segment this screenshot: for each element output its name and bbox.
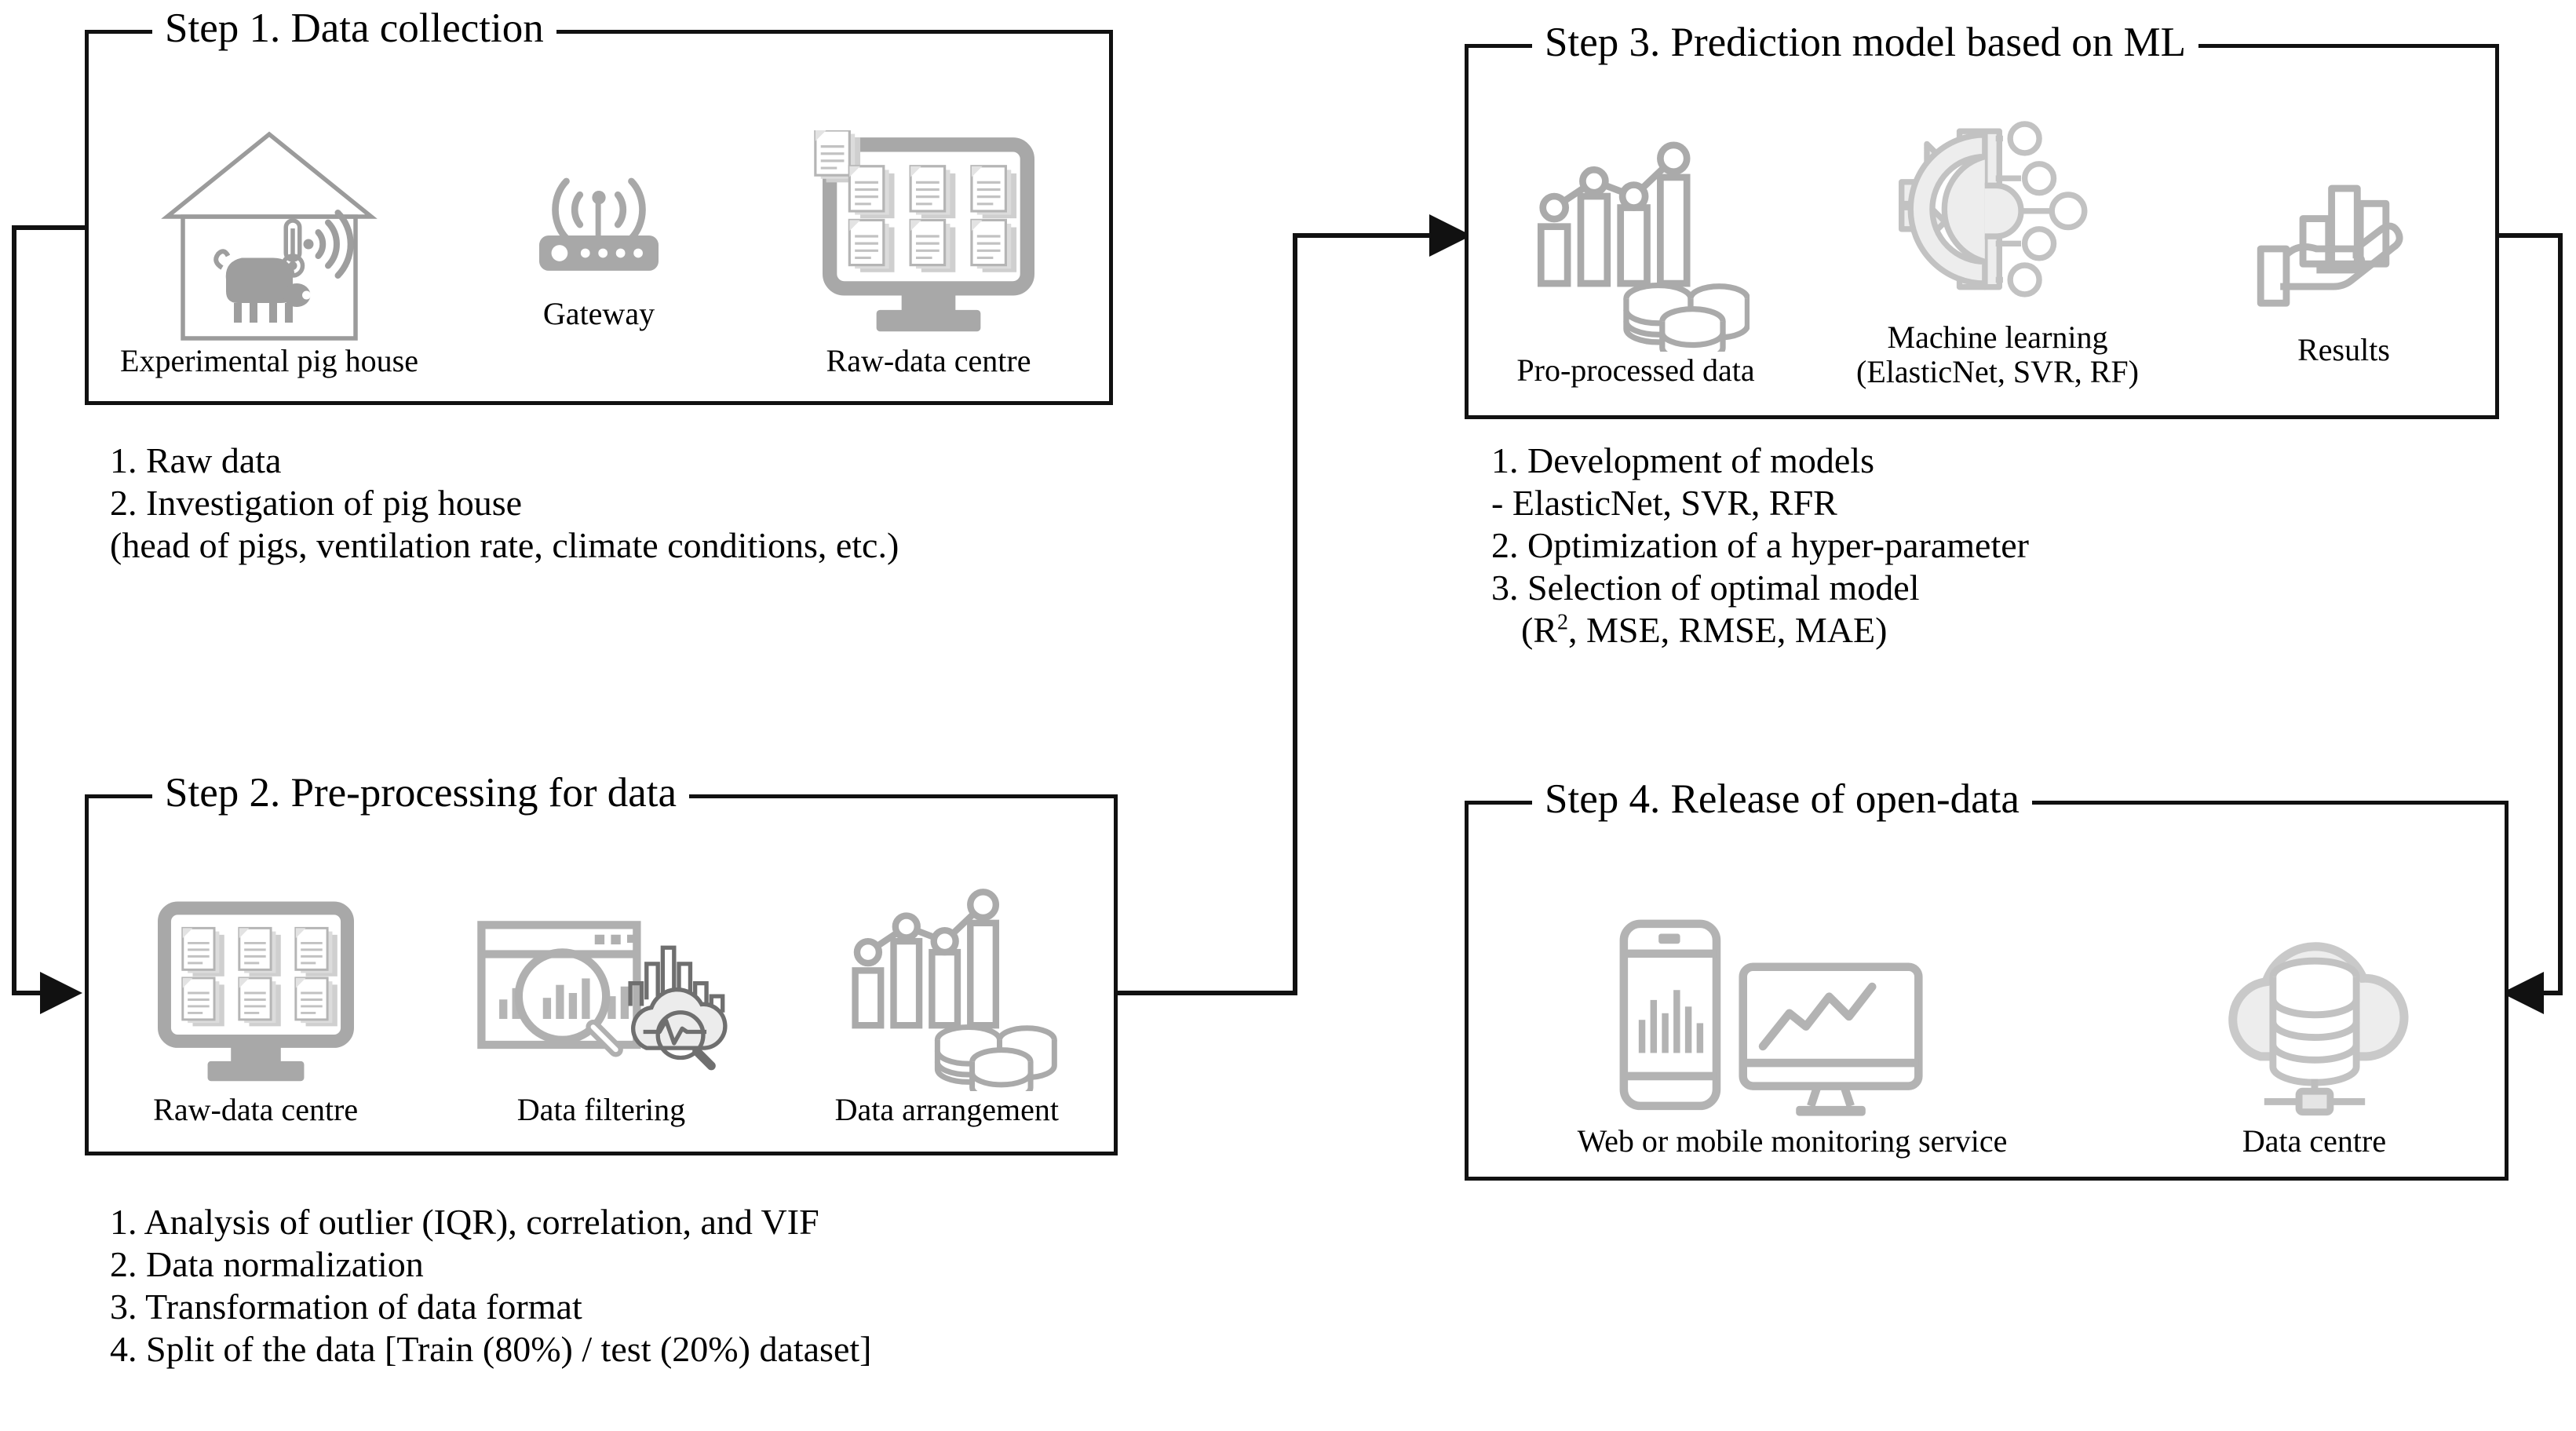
machine-learning-gear-icon <box>1899 121 2088 298</box>
step-1-bullet-1: 1. Raw data <box>110 440 282 480</box>
step-3-content: Pro-processed data <box>1465 44 2499 419</box>
metric-superscript: 2 <box>1557 610 1568 635</box>
step-4-title: Step 4. Release of open-data <box>1532 774 2032 824</box>
step-3-title: Step 3. Prediction model based on ML <box>1532 17 2198 68</box>
step-3-box: Step 3. Prediction model based on ML <box>1465 17 2499 419</box>
raw-data-centre-monitor-icon <box>157 901 354 1082</box>
icon-cell-results: Results <box>2195 166 2493 369</box>
icon-caption-data-filtering: Data filtering <box>516 1092 686 1127</box>
step-3-bullet-1: 1. Development of models <box>1491 440 1875 480</box>
step-3-bullet-2: - ElasticNet, SVR, RFR <box>1491 483 1837 523</box>
icon-cell-pro-processed-data: Pro-processed data <box>1471 132 1801 389</box>
icon-cell-data-arrangement: Data arrangement <box>782 879 1111 1129</box>
step-2-box: Step 2. Pre-processing for data <box>85 768 1118 1155</box>
icon-caption-machine-learning-line2: (ElasticNet, SVR, RF) <box>1856 354 2139 389</box>
icon-cell-raw-data-centre-2: Raw-data centre <box>91 895 421 1129</box>
icon-caption-pro-processed-data: Pro-processed data <box>1516 352 1755 388</box>
step-1-content: Experimental pig house <box>85 30 1113 405</box>
step-3-bullet-3: 2. Optimization of a hyper-parameter <box>1491 525 2029 565</box>
step-2-bullet-4: 4. Split of the data [Train (80%) / test… <box>110 1329 872 1369</box>
step-1-bullets: 1. Raw data 2. Investigation of pig hous… <box>110 440 899 567</box>
gateway-router-icon <box>539 177 659 271</box>
connector-step2-to-step3 <box>1118 214 1472 995</box>
icon-cell-raw-data-centre: Raw-data centre <box>760 130 1097 380</box>
icon-caption-data-arrangement: Data arrangement <box>834 1092 1059 1127</box>
data-arrangement-icon <box>852 889 1058 1091</box>
step-2-bullets: 1. Analysis of outlier (IQR), correlatio… <box>110 1201 871 1371</box>
icon-caption-results: Results <box>2297 332 2390 367</box>
step-3-bullets: 1. Development of models - ElasticNet, S… <box>1491 440 2029 652</box>
icon-cell-gateway: Gateway <box>469 146 728 333</box>
metric-base: (R <box>1521 610 1557 650</box>
step-1-bullet-3: (head of pigs, ventilation rate, climate… <box>110 525 899 565</box>
connector-step1-to-step2 <box>12 225 85 1014</box>
icon-caption-raw-data-centre-2: Raw-data centre <box>153 1092 359 1127</box>
icon-caption-pig-house: Experimental pig house <box>120 343 418 378</box>
icon-caption-cloud-data-centre: Data centre <box>2242 1123 2387 1159</box>
results-hand-chart-icon <box>2257 184 2403 307</box>
icon-cell-web-mobile-monitoring: Web or mobile monitoring service <box>1494 911 2091 1160</box>
icon-cell-data-filtering: Data filtering <box>432 895 770 1129</box>
icon-caption-gateway: Gateway <box>542 296 655 331</box>
icon-cell-machine-learning: Machine learning (ElasticNet, SVR, RF) <box>1813 116 2182 389</box>
step-2-title: Step 2. Pre-processing for data <box>152 768 690 818</box>
step-2-content: Raw-data centre <box>85 794 1118 1155</box>
icon-cell-pig-house: Experimental pig house <box>100 107 438 380</box>
step-2-bullet-3: 3. Transformation of data format <box>110 1287 582 1327</box>
step-3-bullet-4: 3. Selection of optimal model <box>1491 568 1920 608</box>
icon-caption-web-mobile-monitoring: Web or mobile monitoring service <box>1577 1123 2008 1159</box>
step-2-bullet-2: 2. Data normalization <box>110 1244 424 1284</box>
step-1-bullet-2: 2. Investigation of pig house <box>110 483 523 523</box>
raw-data-centre-monitor-icon <box>814 130 1034 332</box>
icon-cell-cloud-data-centre: Data centre <box>2150 911 2479 1160</box>
step-4-content: Web or mobile monitoring service <box>1465 801 2508 1181</box>
cloud-data-centre-icon <box>2228 942 2409 1116</box>
step-2-bullet-1: 1. Analysis of outlier (IQR), correlatio… <box>110 1202 819 1242</box>
step-4-box: Step 4. Release of open-data <box>1465 774 2508 1181</box>
data-filtering-icon <box>477 921 728 1071</box>
step-1-title: Step 1. Data collection <box>152 3 556 53</box>
pig-house-icon <box>161 131 378 341</box>
step-1-box: Step 1. Data collection <box>85 3 1113 405</box>
metric-rest: , MSE, RMSE, MAE) <box>1568 610 1888 650</box>
icon-caption-machine-learning-line1: Machine learning <box>1887 319 2108 355</box>
pro-processed-data-icon <box>1537 141 1750 352</box>
connector-step3-to-step4 <box>2499 233 2563 1014</box>
icon-caption-raw-data-centre: Raw-data centre <box>826 343 1031 378</box>
web-mobile-monitoring-icon <box>1619 919 1923 1116</box>
step-3-bullet-5: (R2, MSE, RMSE, MAE) <box>1491 609 2029 652</box>
